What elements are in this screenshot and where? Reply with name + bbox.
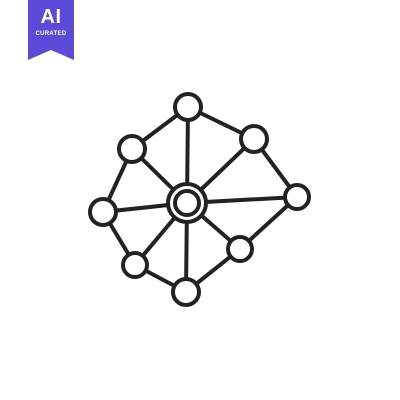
node-upper-left — [117, 134, 147, 164]
node-left — [88, 197, 118, 227]
badge-ribbon-shape — [28, 0, 74, 60]
node-upper-right — [239, 124, 269, 154]
node-lower-left — [121, 251, 149, 279]
node-bottom — [171, 277, 201, 307]
node-right — [283, 183, 311, 211]
node-lower-right — [226, 235, 254, 263]
badge-subtitle: CURATED — [35, 31, 67, 37]
node-top — [173, 92, 203, 122]
ai-curated-badge: AI CURATED — [28, 0, 74, 60]
badge-title: AI — [40, 6, 62, 28]
node-hub-inner — [173, 189, 201, 217]
